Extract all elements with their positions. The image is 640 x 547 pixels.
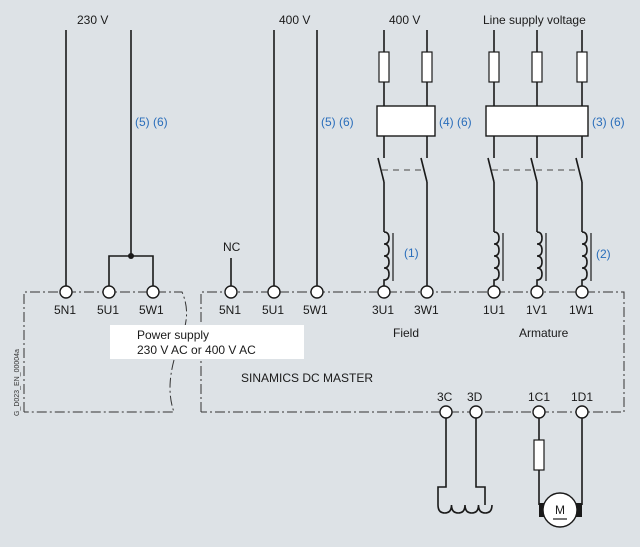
switch-armature-1	[487, 157, 495, 183]
bottom-terminals: 3C 3D 1C1 1D1 M	[437, 390, 593, 528]
terminal-label: 1V1	[526, 303, 548, 317]
terminal-label: 5N1	[54, 303, 76, 317]
armature-inductor-1	[493, 231, 500, 287]
terminal-3w1	[420, 285, 434, 299]
power-supply-note-box	[110, 325, 304, 359]
armature-supply	[485, 30, 592, 287]
label-line-supply-voltage: Line supply voltage	[483, 13, 586, 27]
terminal-5w1	[310, 285, 324, 299]
terminal-3u1	[377, 285, 391, 299]
terminal-label: 1U1	[483, 303, 505, 317]
terminal-1c1	[532, 405, 546, 419]
armature-inductor-2	[536, 231, 543, 287]
dc-motor-symbol	[542, 492, 578, 528]
ref-2: (2)	[596, 247, 611, 261]
junction-dot	[128, 253, 134, 259]
terminal-1v1	[530, 285, 544, 299]
label-400v-field: 400 V	[389, 13, 420, 27]
motor-field-winding	[437, 504, 493, 514]
terminal-1u1	[487, 285, 501, 299]
terminal-label: 1C1	[528, 390, 550, 404]
terminal-label: 5U1	[262, 303, 284, 317]
supply-400v-wires	[230, 30, 318, 287]
terminal-label: 3W1	[414, 303, 439, 317]
power-supply-note-line1: Power supply	[137, 328, 209, 342]
switch-armature-3	[575, 157, 583, 183]
terminal-1w1	[575, 285, 589, 299]
ref-3-6: (3) (6)	[592, 115, 625, 129]
fuse-armature-2	[531, 51, 543, 83]
terminal-5n1-left	[59, 285, 73, 299]
motor-label: M	[555, 503, 565, 517]
terminal-label: 5U1	[97, 303, 119, 317]
armature-group-label: Armature	[519, 326, 569, 340]
switch-armature-2	[530, 157, 538, 183]
fuse-field-1	[378, 51, 390, 83]
terminal-3d	[469, 405, 483, 419]
field-group-label: Field	[393, 326, 419, 340]
fuse-armature-output	[533, 439, 545, 471]
left-terminals: 5N1 5U1 5W1	[54, 285, 164, 317]
ref-5-6-left: (5) (6)	[135, 115, 168, 129]
switch-field-1	[377, 157, 385, 183]
terminal-1d1	[575, 405, 589, 419]
drawing-code: G_D023_EN_00004a	[14, 349, 21, 416]
field-filter-box	[376, 105, 436, 137]
terminal-label: 5W1	[139, 303, 164, 317]
supply-230v-wires	[65, 30, 154, 287]
device-name: SINAMICS DC MASTER	[241, 371, 373, 385]
armature-filter-box	[485, 105, 589, 137]
switch-field-2	[420, 157, 428, 183]
label-230v: 230 V	[77, 13, 108, 27]
terminal-5n1	[224, 285, 238, 299]
label-400v-power: 400 V	[279, 13, 310, 27]
field-inductor	[383, 231, 390, 287]
fuse-field-2	[421, 51, 433, 83]
fuse-armature-3	[576, 51, 588, 83]
terminal-5w1-left	[146, 285, 160, 299]
armature-inductor-3	[581, 231, 588, 287]
terminal-5u1	[267, 285, 281, 299]
terminal-label: 1W1	[569, 303, 594, 317]
terminal-label: 5W1	[303, 303, 328, 317]
terminal-label: 1D1	[571, 390, 593, 404]
terminal-label: 3D	[467, 390, 483, 404]
main-terminals: 5N1 5U1 5W1 3U1 3W1 1U1 1V1 1W1	[219, 285, 594, 317]
fuse-armature-1	[488, 51, 500, 83]
field-supply	[376, 30, 436, 287]
nc-label: NC	[223, 240, 241, 254]
ref-5-6-right: (5) (6)	[321, 115, 354, 129]
terminal-5u1-left	[102, 285, 116, 299]
power-supply-note-line2: 230 V AC or 400 V AC	[137, 343, 256, 357]
terminal-3c	[439, 405, 453, 419]
ref-1: (1)	[404, 246, 419, 260]
ref-4-6: (4) (6)	[439, 115, 472, 129]
wire-bridge-5u1-5w1	[108, 255, 154, 287]
terminal-label: 3C	[437, 390, 453, 404]
terminal-label: 3U1	[372, 303, 394, 317]
terminal-label: 5N1	[219, 303, 241, 317]
